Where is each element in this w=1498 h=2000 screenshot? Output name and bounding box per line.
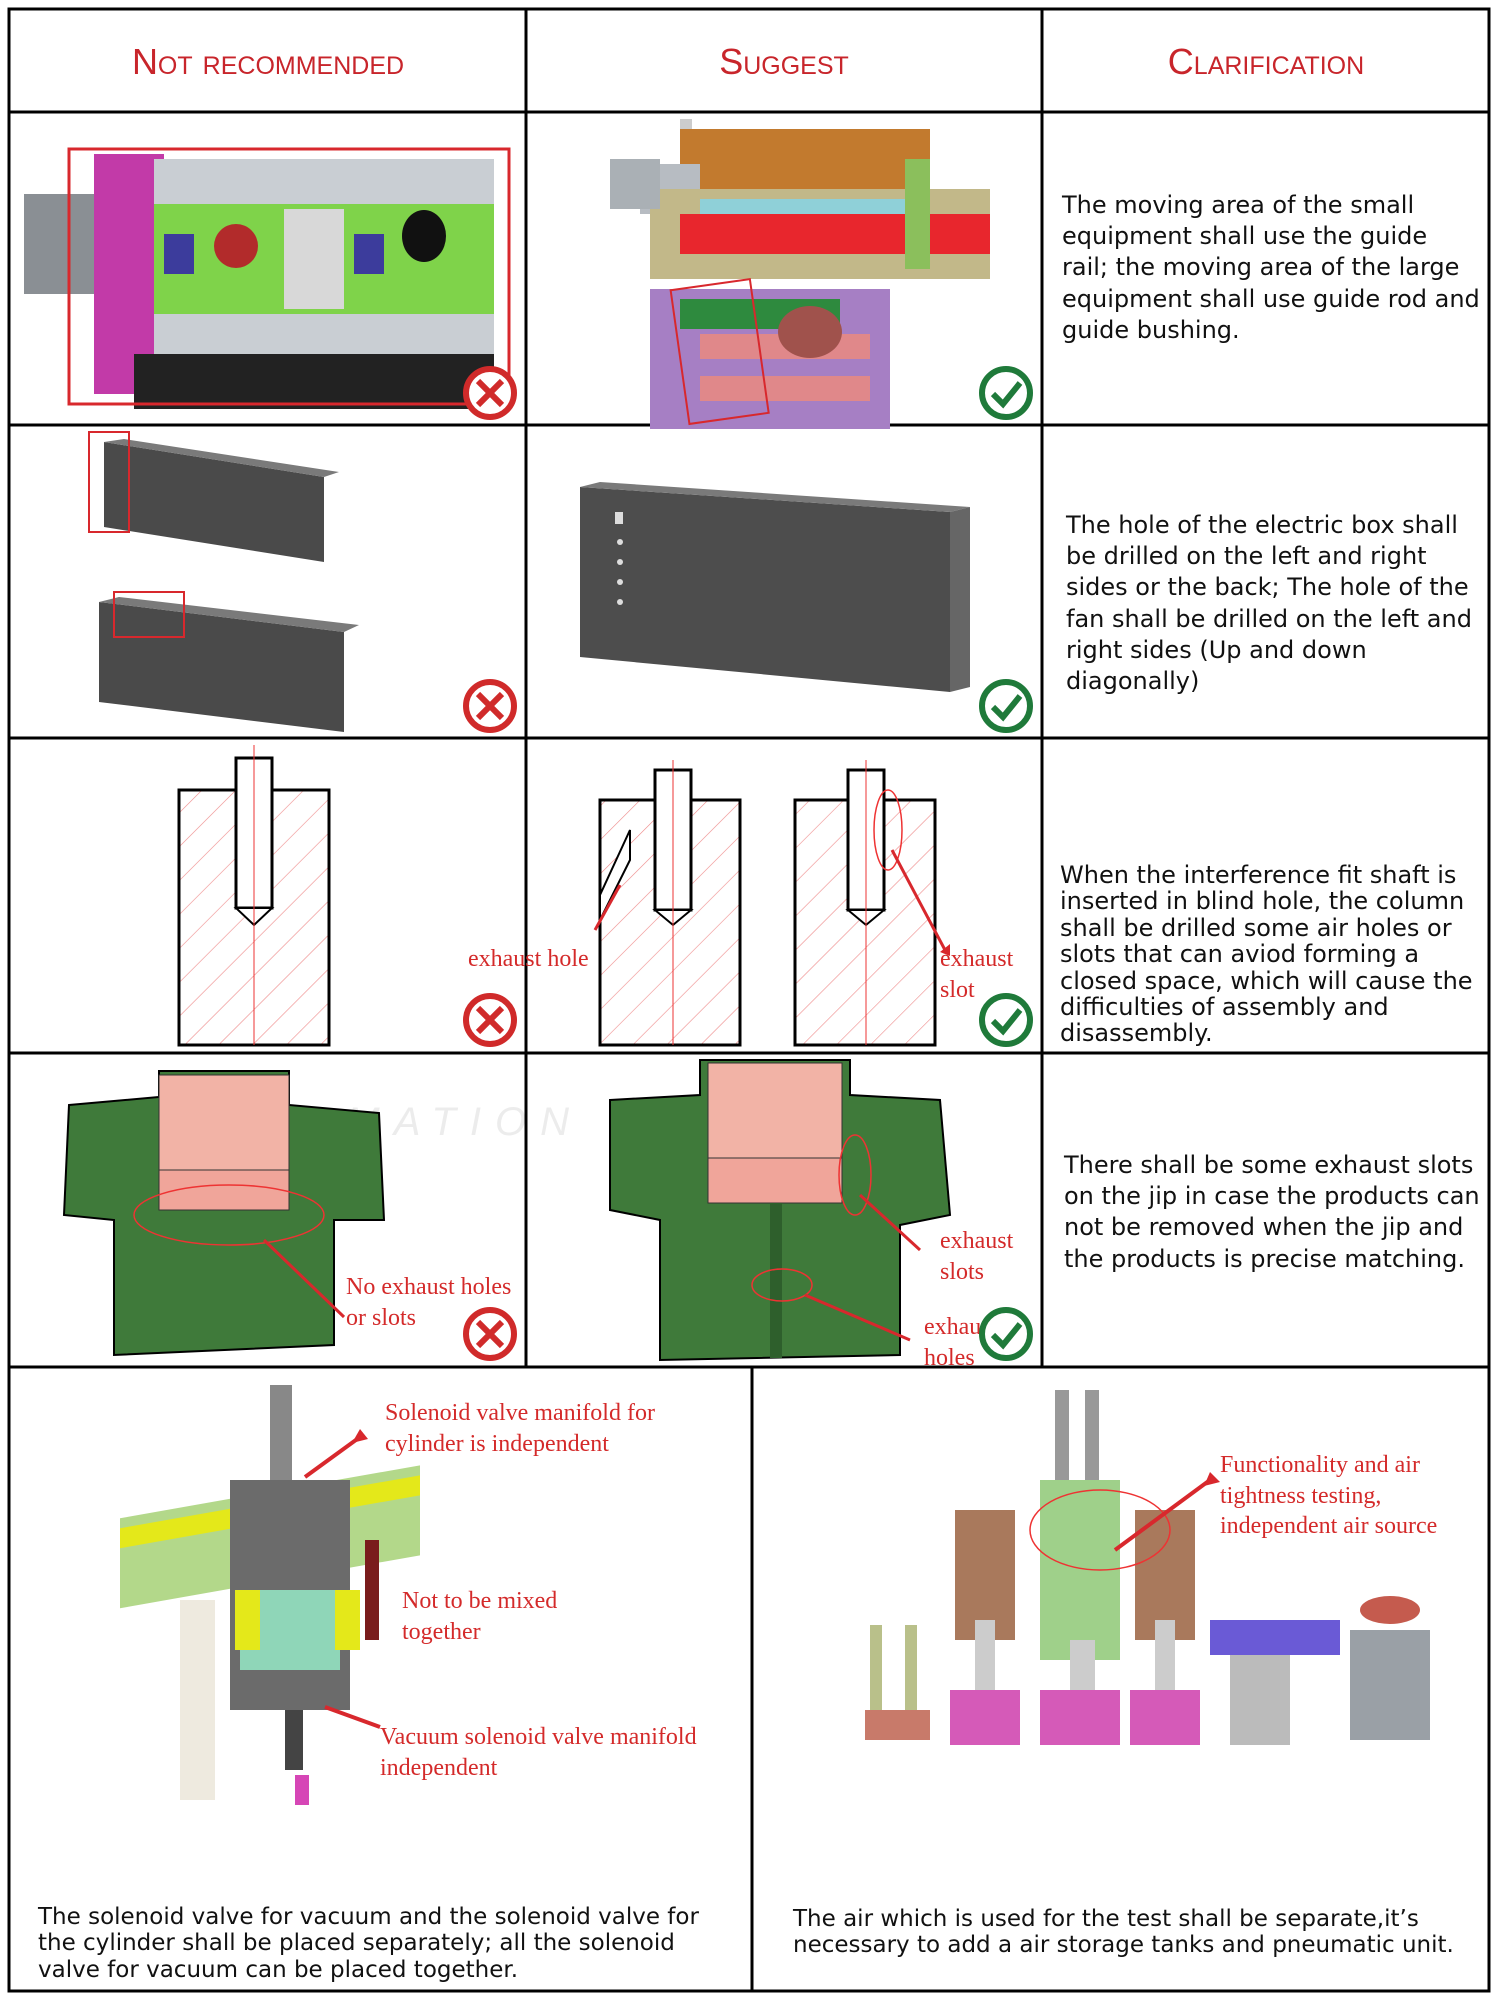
header-clarification: Clarification — [1167, 41, 1365, 82]
label-vacuum-solenoid: Vacuum solenoid valve manifold independe… — [380, 1724, 697, 1781]
electric-box-good-illustration — [580, 482, 970, 692]
label-not-mixed: Not to be mixed together — [402, 1588, 558, 1645]
bottom-right-text: The air which is used for the test shall… — [793, 1906, 1454, 1959]
header-not-recommended: Not recommended — [131, 41, 405, 82]
header-suggest: Suggest — [719, 41, 849, 82]
jig-good-illustration — [609, 1059, 952, 1362]
check-icon — [979, 1307, 1033, 1361]
annotation-arrows-left — [303, 1429, 381, 1729]
jig-bad-illustration — [62, 1070, 386, 1357]
blind-hole-good-illustration — [593, 760, 950, 1047]
check-icon — [979, 993, 1033, 1047]
label-exhaust-hole: exhaust hole — [468, 946, 589, 972]
blind-hole-bad-illustration — [177, 745, 331, 1047]
guide-rail-good-illustration — [610, 119, 990, 429]
clarification-row4: There shall be some exhaust slots on the… — [1064, 1151, 1480, 1273]
cross-icon — [463, 1307, 517, 1361]
label-no-exhaust: No exhaust holes or slots — [346, 1274, 512, 1331]
label-functionality-testing: Functionality and air tightness testing,… — [1220, 1452, 1438, 1540]
clarification-row1: The moving area of the small equipment s… — [1062, 191, 1480, 344]
label-exhaust-slot: exhaust slot — [940, 946, 1014, 1003]
bottom-left-text: The solenoid valve for vacuum and the so… — [38, 1904, 699, 1983]
cross-icon — [463, 993, 517, 1047]
check-icon — [979, 366, 1033, 420]
clarification-row2: The hole of the electric box shall be dr… — [1066, 511, 1472, 695]
label-solenoid-cylinder: Solenoid valve manifold for cylinder is … — [385, 1400, 655, 1457]
test-station-illustration — [865, 1390, 1430, 1745]
electric-box-bad-illustration — [88, 431, 359, 732]
cross-icon — [463, 679, 517, 733]
solenoid-valve-illustration — [120, 1385, 420, 1805]
label-exhaust-slots: exhaust slots — [940, 1228, 1014, 1285]
clarification-row3: When the interference fit shaft is inser… — [1060, 861, 1473, 1048]
annotation-arrow-right — [1113, 1472, 1220, 1552]
check-icon — [979, 679, 1033, 733]
guide-rail-bad-illustration — [24, 147, 511, 409]
cross-icon — [463, 366, 517, 420]
